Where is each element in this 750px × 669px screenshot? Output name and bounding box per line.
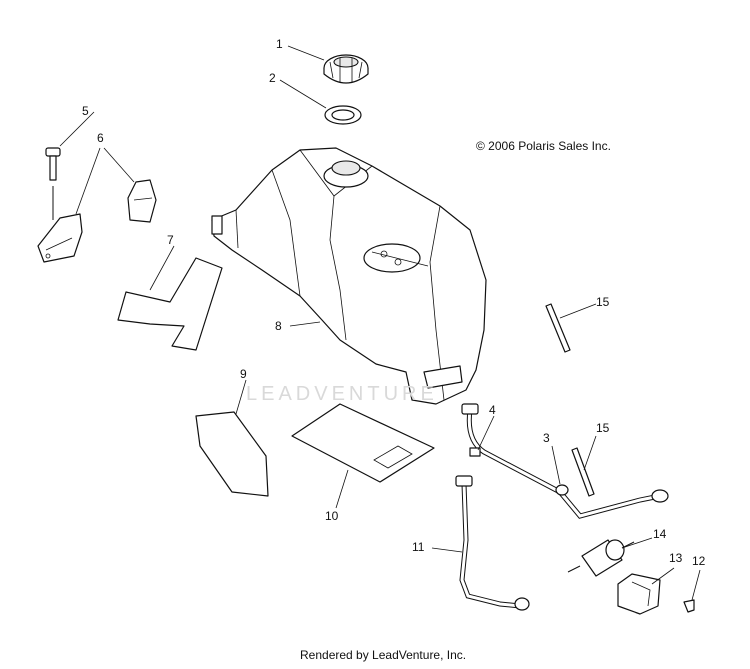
filter-clip[interactable]	[617, 573, 661, 615]
callout-3: 3	[543, 431, 550, 445]
callout-1: 1	[276, 37, 283, 51]
fuel-tank[interactable]	[211, 147, 487, 405]
cable-tie-lower[interactable]	[571, 447, 595, 497]
copyright-notice: © 2006 Polaris Sales Inc.	[476, 139, 611, 153]
callout-2: 2	[269, 71, 276, 85]
callouts: 1 2 3 4 5 6 7 8 9 10 11 12 13 14 15 15	[82, 37, 706, 568]
fuel-line-return[interactable]	[455, 475, 530, 611]
watermark: LEADVENTURE	[246, 383, 438, 405]
callout-5: 5	[82, 104, 89, 118]
callout-9: 9	[240, 367, 247, 381]
callout-11: 11	[412, 540, 425, 554]
mounting-bolt[interactable]	[45, 147, 61, 220]
footer-credit: Rendered by LeadVenture, Inc.	[300, 648, 467, 662]
callout-14: 14	[653, 527, 667, 541]
callout-8: 8	[275, 319, 282, 333]
fuel-filter[interactable]	[567, 539, 635, 577]
cap-gasket[interactable]	[324, 105, 362, 125]
callout-6: 6	[97, 131, 104, 145]
callout-15-upper: 15	[596, 295, 610, 309]
fuel-cap[interactable]	[323, 54, 369, 84]
push-fastener[interactable]	[683, 599, 695, 613]
leader-lines	[59, 45, 701, 601]
hose-clamp[interactable]	[555, 484, 569, 496]
cable-tie-upper[interactable]	[545, 303, 571, 353]
tank-pad-flat[interactable]	[195, 411, 269, 497]
callout-4: 4	[489, 403, 496, 417]
tank-base-pad[interactable]	[291, 403, 435, 483]
callout-15-lower: 15	[596, 421, 610, 435]
callout-7: 7	[167, 233, 174, 247]
callout-12: 12	[692, 554, 706, 568]
tank-bracket-left[interactable]	[37, 213, 83, 263]
fuel-line-supply[interactable]	[461, 403, 669, 519]
tank-bracket-right[interactable]	[127, 179, 157, 223]
tank-pad-angle[interactable]	[117, 257, 223, 351]
callout-10: 10	[325, 509, 339, 523]
callout-13: 13	[669, 551, 683, 565]
